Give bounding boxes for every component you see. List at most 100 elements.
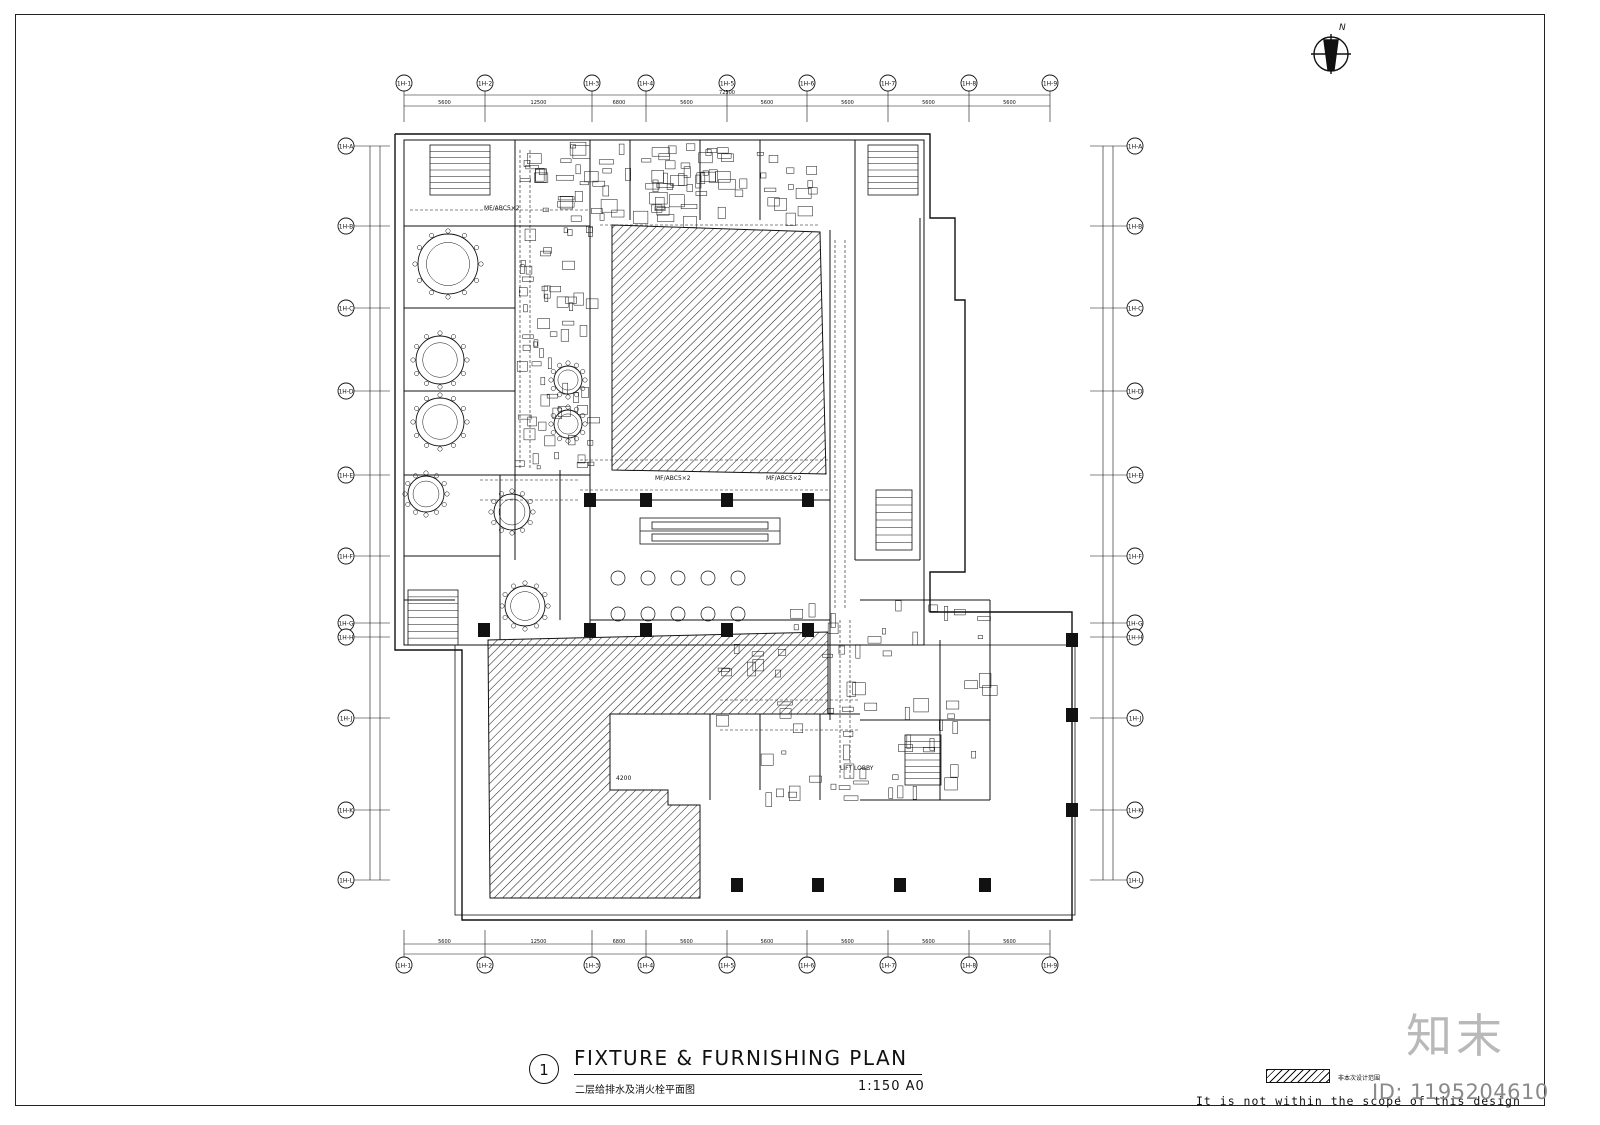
core-fixture [895,600,902,612]
grid-label-row: 1H-G [338,621,354,628]
escalator [639,517,781,545]
chair [424,334,429,340]
column [640,493,652,507]
core-fixture [982,685,998,696]
service-fixture [533,341,538,347]
kitchen-fixture [667,145,677,155]
core-fixture [864,702,878,711]
chair [464,419,470,425]
kitchen-fixture [785,212,796,226]
cafe-table [610,570,626,586]
grid-label-col: 1H-1 [397,963,411,970]
chair [414,406,420,411]
service-fixture [565,296,577,304]
core-fixture [733,644,740,654]
stairs [407,144,942,786]
service-fixture [544,435,556,447]
core-fixture [776,788,784,798]
chair [557,436,562,442]
service-fixture [573,292,584,306]
chair [444,491,450,497]
kitchen-fixture [645,183,660,190]
core-fixture [781,750,787,755]
kitchen-fixture [574,191,583,202]
core-fixture [939,719,943,731]
column [1066,708,1078,722]
service-fixture [585,298,599,309]
dimension-text: 5600 [438,939,451,945]
chair [574,406,579,412]
grid-label-col: 1H-5 [720,963,734,970]
kitchen-fixture [618,143,625,155]
chair [511,583,516,589]
chair [580,386,586,391]
grid-label-row: 1H-D [1127,389,1142,396]
dimension-text: 5600 [841,100,854,106]
dimension-note: 4200 [616,775,631,782]
core-fixture [944,605,949,621]
service-fixture [549,286,561,293]
column [979,878,991,892]
chair [534,623,539,629]
chair [491,499,497,504]
dimension-text: 5600 [1003,939,1016,945]
chair [582,421,588,427]
core-fixture [859,768,867,780]
chair [542,615,548,620]
round-table-inner [557,369,579,391]
core-fixture [950,764,959,778]
kitchen-fixture [559,196,573,210]
out-of-scope-zones [487,224,829,899]
dimension-text: 5600 [761,100,774,106]
north-arrow-icon [1311,34,1351,74]
chair [522,580,528,586]
service-fixture [539,348,544,358]
kitchen-fixture [560,158,572,163]
kitchen-fixture [538,168,547,175]
core-fixture [843,763,855,779]
service-fixture [536,465,541,470]
service-fixture [549,331,558,337]
title-underline [574,1074,922,1075]
kitchen-fixture [591,208,603,214]
kitchen-fixture [625,168,631,181]
service-fixture [540,250,551,257]
chair [451,380,456,386]
chair [542,592,548,597]
hatched-zone-south [487,631,829,899]
round-table-inner [422,404,458,440]
grid-label-row: 1H-C [339,306,354,313]
service-fixture [519,287,528,297]
round-table [407,475,445,513]
kitchen-fixture [786,167,795,174]
service-fixture [533,339,539,348]
chair [499,491,504,497]
core-fixture [765,792,772,807]
chair [460,344,466,349]
chair [416,278,422,283]
drawing-scale: 1:150 A0 [858,1079,925,1094]
chair [580,369,586,374]
chair [574,436,579,442]
kitchen-fixture [665,160,676,170]
column [584,623,596,637]
core-fixture [778,649,787,656]
kitchen-fixture [542,207,549,213]
service-fixture [532,453,539,465]
service-fixture [576,462,589,468]
core-fixture [853,780,869,785]
column [1066,803,1078,817]
column [721,493,733,507]
chair [565,404,571,410]
core-fixture [947,713,955,720]
chair [429,290,434,296]
chair [460,406,466,411]
chair [451,334,456,340]
round-table-inner [557,413,579,435]
kitchen-fixture [555,175,574,181]
chair [580,430,586,435]
dimension-text: 5600 [1003,100,1016,106]
service-fixture [521,276,534,282]
chair [424,442,429,448]
kitchen-fixture [666,183,673,190]
